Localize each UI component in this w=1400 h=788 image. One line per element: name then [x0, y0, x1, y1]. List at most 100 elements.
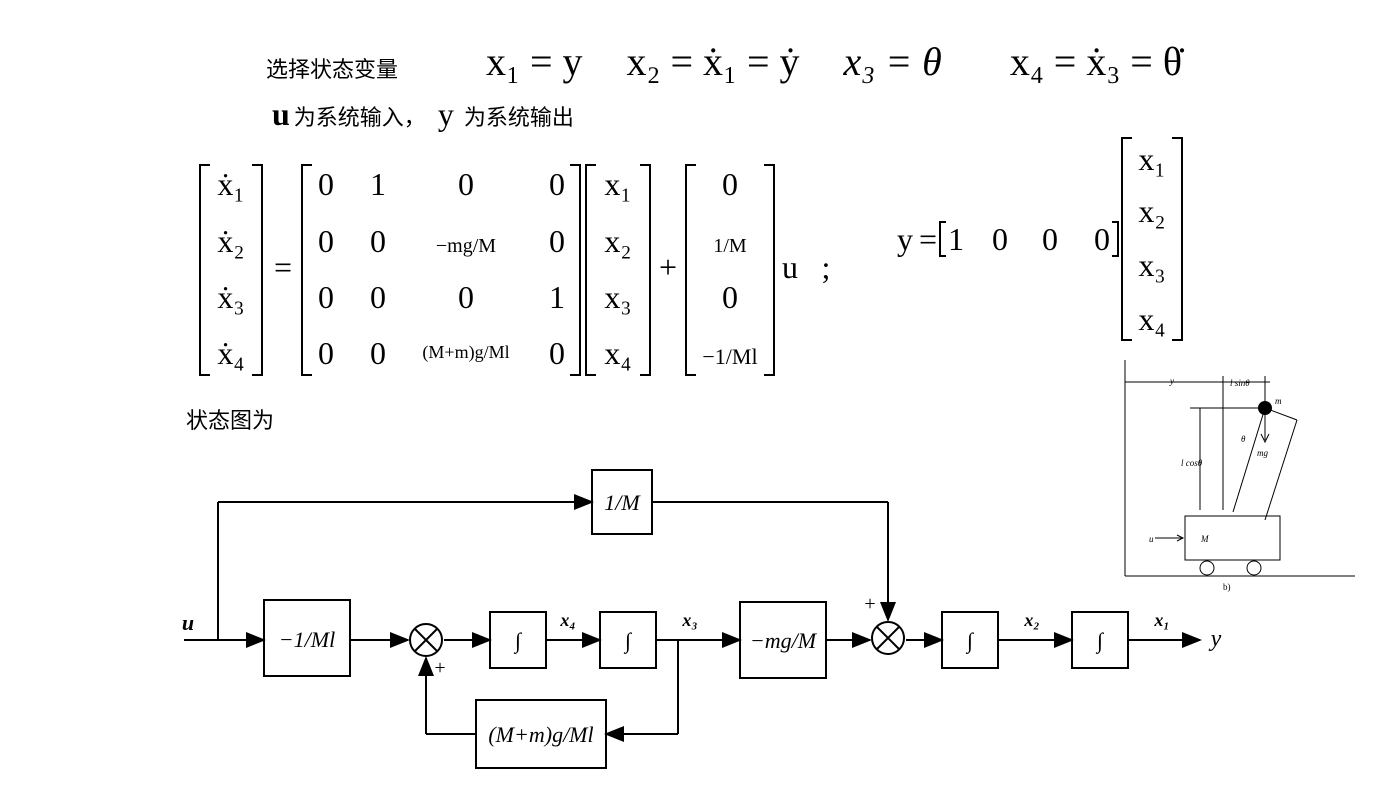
block-gain-mid	[739, 601, 827, 679]
cart-wheel-left	[1199, 560, 1215, 576]
signal-x3: x₃	[681, 610, 697, 630]
block-integrator-3	[941, 611, 999, 669]
semicolon: ;	[822, 249, 831, 285]
x-3: x₃	[604, 279, 631, 315]
lhs-3: ẋ₃	[217, 279, 244, 315]
signal-x2: x₂	[1023, 610, 1039, 630]
pendulum-rod	[1232, 407, 1266, 513]
integrator-4-text: ∫	[1095, 628, 1105, 654]
a-31: 0	[318, 279, 334, 315]
x-2: x₂	[604, 223, 631, 259]
block-integrator-2	[599, 611, 657, 669]
a-left-bracket	[301, 164, 312, 376]
x3-definition: x₃ = θ	[843, 39, 942, 84]
label-mg: mg	[1257, 448, 1268, 458]
a-41: 0	[318, 335, 334, 371]
integrator-2-text: ∫	[623, 628, 633, 654]
c-4: 0	[1094, 221, 1110, 257]
a-13: 0	[458, 166, 474, 202]
block-feedforward	[591, 469, 653, 535]
y-x-4: x₄	[1138, 301, 1165, 337]
a-43: (M+m)g/Ml	[422, 342, 509, 363]
gain-mid-text: −mg/M	[750, 628, 818, 653]
x-4: x₄	[604, 335, 631, 371]
a-22: 0	[370, 223, 386, 259]
label-b: b)	[1223, 582, 1231, 592]
c-left-bracket	[939, 221, 946, 257]
a-24: 0	[549, 223, 565, 259]
x-1: x₁	[604, 166, 631, 202]
y-x-1: x₁	[1138, 141, 1165, 177]
a-right-bracket	[570, 164, 581, 376]
sum2-plus: +	[864, 593, 875, 615]
block-integrator-4	[1071, 611, 1129, 669]
pendulum-figure: y l sinθ m θ mg l cosθ u M b)	[1124, 360, 1355, 592]
b-right-bracket	[764, 164, 775, 376]
cart-wheel-right	[1246, 560, 1262, 576]
lhs-1: ẋ₁	[217, 166, 244, 202]
b-1: 0	[722, 166, 738, 202]
cart-body	[1184, 515, 1281, 561]
integrator-3-text: ∫	[965, 628, 975, 654]
x-left-bracket	[585, 164, 596, 376]
b-4: −1/Ml	[702, 344, 757, 369]
c-2: 0	[992, 221, 1008, 257]
output-equals: =	[919, 221, 937, 257]
sum-junction-1	[409, 623, 443, 657]
a-23: −mg/M	[436, 235, 496, 257]
x4-definition: x₄ = ẋ₃ = θ̇	[1009, 39, 1183, 84]
a-11: 0	[318, 166, 334, 202]
label-M: M	[1200, 534, 1209, 544]
a-21: 0	[318, 223, 334, 259]
output-y: y	[897, 221, 913, 257]
x1-definition: x₁ = y	[486, 39, 583, 84]
x-right-bracket	[640, 164, 651, 376]
label-theta: θ	[1241, 434, 1246, 444]
state-definitions: x₁ = y x₂ = ẋ₁ = ẏ x₃ = θ x₄ = ẋ₃ = θ̇	[486, 38, 1182, 85]
label-lsin: l sinθ	[1230, 378, 1250, 388]
c-right-bracket	[1112, 221, 1119, 257]
label-m: m	[1275, 396, 1282, 406]
lhs-left-bracket	[199, 164, 210, 376]
b-3: 0	[722, 279, 738, 315]
gain-input-text: −1/Ml	[279, 627, 335, 652]
u-factor: u	[782, 249, 798, 285]
io-note: u 为系统输入， y 为系统输出	[272, 96, 574, 133]
block-feedback	[475, 699, 607, 769]
a-14: 0	[549, 166, 565, 202]
l-dimension-side	[1264, 419, 1298, 521]
c-3: 0	[1042, 221, 1058, 257]
label-u: u	[1149, 534, 1154, 544]
label-y: y	[1169, 376, 1174, 386]
b-left-bracket	[685, 164, 696, 376]
y-x-3: x₃	[1138, 247, 1165, 283]
a-44: 0	[549, 335, 565, 371]
input-label-u: u	[182, 610, 194, 635]
block-integrator-1	[489, 611, 547, 669]
y-x-right-bracket	[1172, 137, 1183, 341]
lhs-2: ẋ₂	[217, 223, 244, 259]
sum1-plus: +	[434, 657, 445, 679]
feedback-text: (M+m)g/Ml	[488, 722, 593, 747]
a-32: 0	[370, 279, 386, 315]
pendulum-mass	[1258, 401, 1272, 415]
select-state-label: 选择状态变量	[266, 58, 399, 83]
a-34: 1	[549, 279, 565, 315]
label-lcos: l cosθ	[1181, 458, 1203, 468]
plus-sign: +	[659, 249, 677, 285]
input-note: 为系统输入，	[293, 106, 426, 131]
u-arrowhead	[1176, 534, 1185, 542]
output-note: 为系统输出	[463, 106, 574, 131]
y-x-2: x₂	[1138, 193, 1165, 229]
a-12: 1	[370, 166, 386, 202]
feedforward-text: 1/M	[604, 490, 641, 515]
signal-x1: x₁	[1153, 610, 1169, 630]
state-diagram-label: 状态图为	[186, 409, 275, 434]
x2-definition: x₂ = ẋ₁ = ẏ	[626, 39, 800, 84]
mg-arrowhead	[1260, 433, 1270, 444]
sum-junction-2	[871, 621, 905, 655]
block-gain-input	[263, 599, 351, 677]
signal-x4: x₄	[559, 610, 575, 630]
y-symbol: y	[437, 96, 454, 132]
